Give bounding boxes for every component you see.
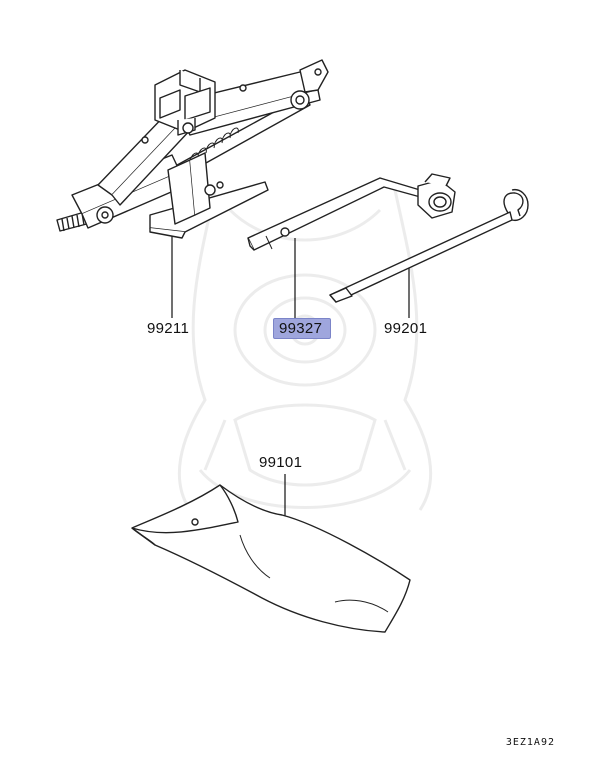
jack-saddle (154, 69, 216, 136)
scissor-jack[interactable] (56, 59, 329, 239)
part-label-jack-handle[interactable]: 99327 (273, 318, 332, 339)
part-label-tool-bag[interactable]: 99101 (259, 454, 303, 471)
jack-handle[interactable] (247, 173, 456, 251)
diagram-code: 3EZ1A92 (505, 737, 555, 748)
handle-socket (417, 173, 456, 219)
tool-bag[interactable] (131, 484, 411, 633)
part-label-jack[interactable]: 99211 (147, 320, 190, 337)
leader-lines (171, 236, 410, 516)
wheel-wrench[interactable] (329, 188, 529, 303)
part-label-wheel-wrench[interactable]: 99201 (384, 320, 428, 337)
watermark-emblem (177, 189, 433, 511)
